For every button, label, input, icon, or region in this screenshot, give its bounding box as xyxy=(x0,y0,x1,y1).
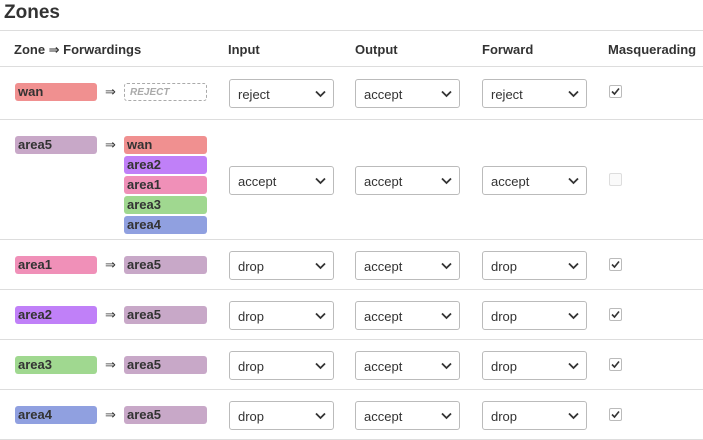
table-row: area1 ⇒ area5 drop accept drop xyxy=(0,240,703,290)
forwarding-badge: area4 xyxy=(124,216,207,234)
forwarding-badge: area1 xyxy=(124,176,207,194)
table-row: area4 ⇒ area5 drop accept drop xyxy=(0,390,703,440)
zone-badge: wan xyxy=(15,83,97,101)
table-row: area2 ⇒ area5 drop accept drop xyxy=(0,290,703,340)
forwarding-badge: area5 xyxy=(124,256,207,274)
zone-badge: area4 xyxy=(15,406,97,424)
header-forward: Forward xyxy=(482,42,534,57)
forward-arrow: ⇒ xyxy=(105,357,116,372)
forward-policy-value: reject xyxy=(491,87,523,102)
zone-badge: area2 xyxy=(15,306,97,324)
forwarding-badge: area5 xyxy=(124,306,207,324)
zone-badge: area3 xyxy=(15,356,97,374)
input-policy-value: reject xyxy=(238,87,270,102)
masquerading-checkbox[interactable] xyxy=(609,258,622,271)
header-zone: Zone ⇒ Forwardings xyxy=(14,42,142,57)
output-policy-select[interactable]: accept xyxy=(355,401,460,430)
forward-policy-select[interactable]: drop xyxy=(482,351,587,380)
forward-arrow: ⇒ xyxy=(105,137,116,152)
output-policy-value: accept xyxy=(364,87,403,102)
masquerading-checkbox[interactable] xyxy=(609,173,622,186)
forward-policy-value: drop xyxy=(491,409,518,424)
forward-policy-select[interactable]: drop xyxy=(482,401,587,430)
masquerading-checkbox[interactable] xyxy=(609,85,622,98)
forwarding-badge: area3 xyxy=(124,196,207,214)
input-policy-value: drop xyxy=(238,359,265,374)
forward-arrow: ⇒ xyxy=(105,84,116,99)
forward-policy-value: accept xyxy=(491,174,530,189)
forward-policy-select[interactable]: drop xyxy=(482,301,587,330)
output-policy-value: accept xyxy=(364,359,403,374)
zone-badge: area5 xyxy=(15,136,97,154)
output-policy-select[interactable]: accept xyxy=(355,301,460,330)
forward-policy-value: drop xyxy=(491,359,518,374)
output-policy-value: accept xyxy=(364,174,403,189)
masquerading-checkbox[interactable] xyxy=(609,408,622,421)
input-policy-select[interactable]: drop xyxy=(229,401,334,430)
input-policy-value: drop xyxy=(238,409,265,424)
table-row: area3 ⇒ area5 drop accept drop xyxy=(0,340,703,390)
header-output: Output xyxy=(355,42,398,57)
input-policy-select[interactable]: drop xyxy=(229,301,334,330)
forward-policy-value: drop xyxy=(491,259,518,274)
input-policy-select[interactable]: reject xyxy=(229,79,334,108)
input-policy-value: accept xyxy=(238,174,277,189)
forwarding-badge: area2 xyxy=(124,156,207,174)
masquerading-checkbox[interactable] xyxy=(609,308,622,321)
forwarding-badge: area5 xyxy=(124,356,207,374)
forwarding-badge: area5 xyxy=(124,406,207,424)
header-input: Input xyxy=(228,42,260,57)
input-policy-value: drop xyxy=(238,259,265,274)
forward-policy-select[interactable]: accept xyxy=(482,166,587,195)
input-policy-select[interactable]: drop xyxy=(229,251,334,280)
reject-badge: REJECT xyxy=(124,83,207,101)
output-policy-select[interactable]: accept xyxy=(355,251,460,280)
output-policy-select[interactable]: accept xyxy=(355,351,460,380)
table-header: Zone ⇒ Forwardings Input Output Forward … xyxy=(0,30,703,67)
forward-arrow: ⇒ xyxy=(105,307,116,322)
forwarding-badge: wan xyxy=(124,136,207,154)
forward-policy-select[interactable]: drop xyxy=(482,251,587,280)
zone-badge: area1 xyxy=(15,256,97,274)
output-policy-select[interactable]: accept xyxy=(355,79,460,108)
header-masquerading: Masquerading xyxy=(608,42,697,57)
table-row: area5 ⇒ wan area2 area1 area3 area4 accept accep… xyxy=(0,120,703,240)
forward-arrow: ⇒ xyxy=(105,407,116,422)
forward-policy-select[interactable]: reject xyxy=(482,79,587,108)
output-policy-select[interactable]: accept xyxy=(355,166,460,195)
input-policy-select[interactable]: accept xyxy=(229,166,334,195)
output-policy-value: accept xyxy=(364,259,403,274)
masquerading-checkbox[interactable] xyxy=(609,358,622,371)
table-row: wan ⇒ REJECT reject accept reject xyxy=(0,67,703,120)
forward-policy-value: drop xyxy=(491,309,518,324)
input-policy-value: drop xyxy=(238,309,265,324)
input-policy-select[interactable]: drop xyxy=(229,351,334,380)
forward-arrow: ⇒ xyxy=(105,257,116,272)
output-policy-value: accept xyxy=(364,309,403,324)
output-policy-value: accept xyxy=(364,409,403,424)
page-title: Zones xyxy=(4,2,60,23)
